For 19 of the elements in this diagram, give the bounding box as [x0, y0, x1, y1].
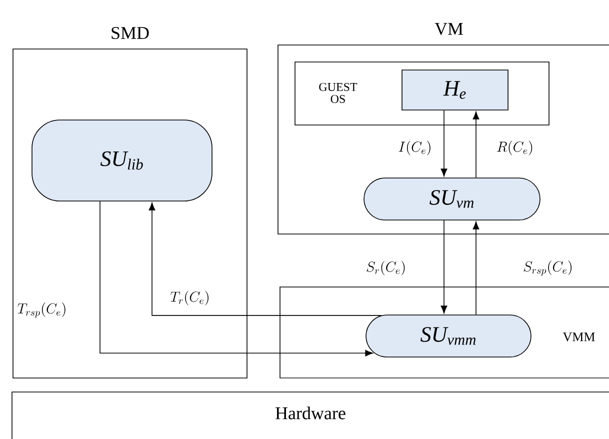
edge-label: $S_{rsp}(C_e)$ — [522, 260, 574, 276]
arrow — [100, 201, 374, 356]
arrow — [148, 202, 382, 316]
arrow — [472, 222, 480, 315]
container-box: Hardware — [12, 392, 609, 439]
arrow — [472, 112, 480, 178]
edge-label: $R(C_e)$ — [495, 140, 535, 156]
node-label: SMD — [112, 26, 149, 40]
edge-label: $S_r(C_e)$ — [364, 260, 408, 276]
edge-label: $T_r(C_e)$ — [169, 290, 211, 306]
arrow — [440, 220, 448, 314]
node-label: VM — [434, 22, 463, 36]
process-box: SU$_{lib}$ — [32, 120, 212, 202]
edge-label: $I(C_e)$ — [397, 140, 433, 156]
arrow — [440, 110, 448, 176]
process-box: SU$_{vmm}$ — [366, 314, 532, 358]
edge-label: $T_{rsp}(C_e)$ — [16, 302, 68, 318]
process-box: H$_{e}$ — [402, 70, 508, 110]
process-box: SU$_{vm}$ — [364, 178, 540, 220]
